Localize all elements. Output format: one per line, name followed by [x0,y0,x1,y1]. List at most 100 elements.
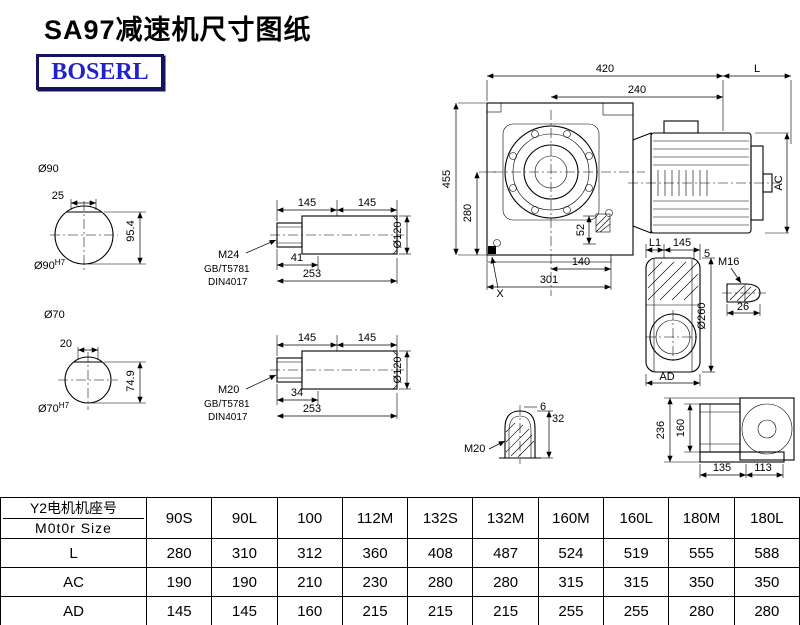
output-flange-view: L1 145 5 Ø260 M16 [645,237,766,386]
output-shaft-bottom: 145 145 Ø120 M20 GB/T5781 DIN4017 34 253 [204,332,411,423]
dim-L: L [754,63,760,75]
col-header: 180L [733,497,800,539]
table-cell: 255 [537,596,605,625]
dim-301: 301 [540,274,558,286]
row-label: AC [0,567,147,597]
dim-145b: 145 [358,197,376,209]
dim-140: 140 [572,256,590,268]
table-cell: 280 [472,567,539,597]
table-cell: 312 [276,538,343,568]
table-header-row: Y2电机机座号 M0t0r Size 90S 90L 100 112M 132S… [0,497,800,539]
motor [628,120,780,234]
table-cell: 145 [211,596,278,625]
col-header: 132S [407,497,474,539]
dim-145a: 145 [298,197,316,209]
table-header-cell: Y2电机机座号 M0t0r Size [0,497,147,539]
col-header: 90L [211,497,278,539]
table-cell: 555 [668,538,735,568]
dim-253-top: 253 [303,268,321,280]
label-gb-top: GB/T5781 [204,264,250,275]
dim-34: 34 [291,387,303,399]
table-row-AD: AD 145 145 160 215 215 215 255 255 280 2… [0,596,800,625]
dim-240: 240 [628,84,646,96]
row-label: AD [0,596,147,625]
label-din-bottom: DIN4017 [208,412,248,423]
label-fit-70: Ø70H7 [38,401,70,415]
rear-view: 236 160 135 113 [655,397,795,478]
table-cell: 408 [407,538,474,568]
table-cell: 215 [341,596,409,625]
shaft-end-view-90: Ø90 25 95.4 Ø90H7 [34,163,146,272]
label-m20-key: M20 [464,443,485,455]
dim-74-9: 74.9 [125,370,137,391]
dim-253-bottom: 253 [303,403,321,415]
table-cell: 310 [211,538,278,568]
table-cell: 280 [668,596,735,625]
label-m16: M16 [718,256,739,268]
dim-52: 52 [575,224,587,236]
table-cell: 280 [733,596,800,625]
motor-size-table: Y2电机机座号 M0t0r Size 90S 90L 100 112M 132S… [0,497,800,625]
technical-drawing: 420 L 240 455 280 AC 52 [34,63,795,478]
label-x: X [496,288,504,300]
dim-26: 26 [737,301,749,313]
label-fit-90: Ø90H7 [34,258,66,272]
bolt-circle [509,130,593,214]
table-cell: 210 [276,567,343,597]
dim-5: 5 [704,248,710,260]
table-cell: 487 [472,538,539,568]
x-marker-square [488,246,496,254]
shaft-end-view-70: Ø70 20 74.9 Ø70H7 [38,309,146,415]
table-cell: 524 [537,538,605,568]
main-view-dimensions: 420 L 240 455 280 AC 52 [441,63,792,300]
col-header: 100 [276,497,343,539]
col-header: 90S [145,497,213,539]
dim-113: 113 [754,462,772,474]
logo-boserl: BOSERL [36,54,164,90]
dim-455: 455 [441,170,453,188]
dim-20: 20 [60,338,72,350]
table-cell: 160 [276,596,343,625]
table-cell: 360 [341,538,409,568]
table-header-en: M0t0r Size [35,519,112,536]
output-shaft-top: 145 145 Ø120 M24 GB/T5781 DIN4017 41 253 [204,197,411,288]
dim-41: 41 [291,252,303,264]
table-cell: 215 [407,596,474,625]
label-m24: M24 [218,249,239,261]
label-din-top: DIN4017 [208,277,248,288]
dim-6: 6 [540,401,546,413]
label-m20-shaft: M20 [218,384,239,396]
dim-dia-120-top: Ø120 [392,222,404,249]
table-cell: 190 [145,567,213,597]
table-cell: 190 [211,567,278,597]
col-header: 112M [341,497,409,539]
dim-AD: AD [659,371,674,383]
dim-145e: 145 [673,237,691,249]
dim-32: 32 [552,413,564,425]
col-header: 160L [603,497,670,539]
table-cell: 588 [733,538,800,568]
main-assembly-view: 420 L 240 455 280 AC 52 [441,63,792,300]
table-cell: 255 [603,596,670,625]
dim-160: 160 [675,419,687,437]
label-gb-bottom: GB/T5781 [204,399,250,410]
table-row-L: L 280 310 312 360 408 487 524 519 555 58… [0,538,800,568]
col-header: 180M [668,497,735,539]
dim-L1: L1 [649,237,661,249]
dim-dia-120-bottom: Ø120 [392,357,404,384]
col-header: 160M [537,497,605,539]
label-dia-70: Ø70 [44,309,65,321]
table-cell: 315 [603,567,670,597]
table-cell: 350 [733,567,800,597]
table-row-AC: AC 190 190 210 230 280 280 315 315 350 3… [0,567,800,597]
dim-145d: 145 [358,332,376,344]
row-label: L [0,538,147,568]
dim-280: 280 [462,204,474,222]
table-cell: 280 [407,567,474,597]
dim-dia-260: Ø260 [696,303,708,330]
key-section-detail: M20 6 32 [464,401,564,464]
dim-135: 135 [713,462,731,474]
label-dia-90: Ø90 [38,163,59,175]
table-cell: 519 [603,538,670,568]
